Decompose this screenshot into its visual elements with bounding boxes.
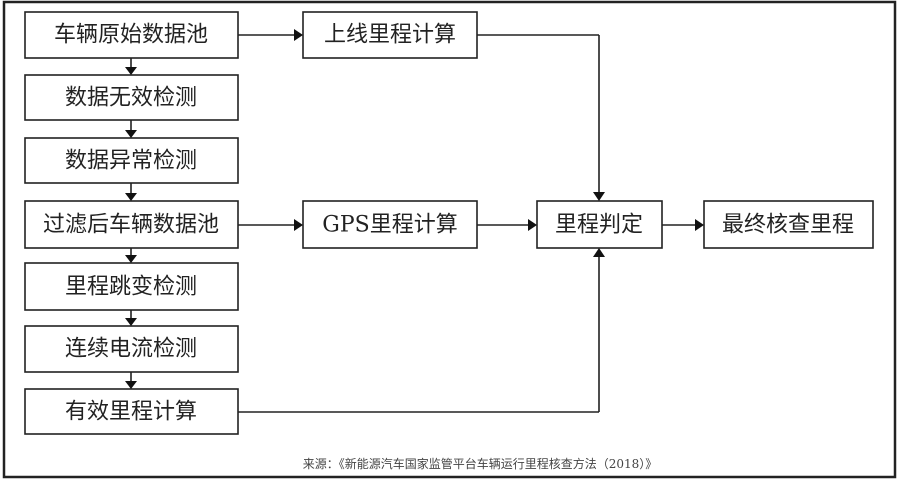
- node-mileage-judgement: 里程判定: [536, 200, 663, 249]
- node-final-mileage: 最终核查里程: [703, 200, 874, 249]
- node-jump-detection: 里程跳变检测: [24, 262, 239, 311]
- svg-text:里程判定: 里程判定: [555, 213, 643, 238]
- node-raw-data-pool: 车辆原始数据池: [24, 11, 239, 59]
- svg-text:过滤后车辆数据池: 过滤后车辆数据池: [43, 213, 219, 238]
- svg-text:上线里程计算: 上线里程计算: [324, 23, 456, 48]
- node-online-mileage: 上线里程计算: [302, 11, 478, 59]
- svg-text:里程跳变检测: 里程跳变检测: [65, 275, 197, 300]
- svg-text:连续电流检测: 连续电流检测: [65, 337, 197, 362]
- svg-text:车辆原始数据池: 车辆原始数据池: [54, 23, 208, 48]
- svg-text:数据无效检测: 数据无效检测: [65, 86, 197, 111]
- node-anomaly-detection: 数据异常检测: [24, 137, 239, 184]
- source-caption: 来源：《新能源汽车国家监管平台车辆运行里程核查方法（2018）》: [303, 456, 658, 471]
- connector-arrows: [238, 29, 704, 413]
- svg-text:最终核查里程: 最终核查里程: [722, 213, 854, 238]
- svg-text:有效里程计算: 有效里程计算: [65, 400, 197, 425]
- node-current-detection: 连续电流检测: [24, 325, 239, 373]
- svg-text:数据异常检测: 数据异常检测: [65, 149, 197, 174]
- node-gps-mileage: GPS里程计算: [302, 200, 478, 249]
- vertical-arrows: [125, 58, 137, 389]
- node-invalid-detection: 数据无效检测: [24, 74, 239, 121]
- node-filtered-data-pool: 过滤后车辆数据池: [24, 200, 239, 249]
- svg-text:GPS里程计算: GPS里程计算: [322, 213, 457, 238]
- node-valid-mileage: 有效里程计算: [24, 388, 239, 435]
